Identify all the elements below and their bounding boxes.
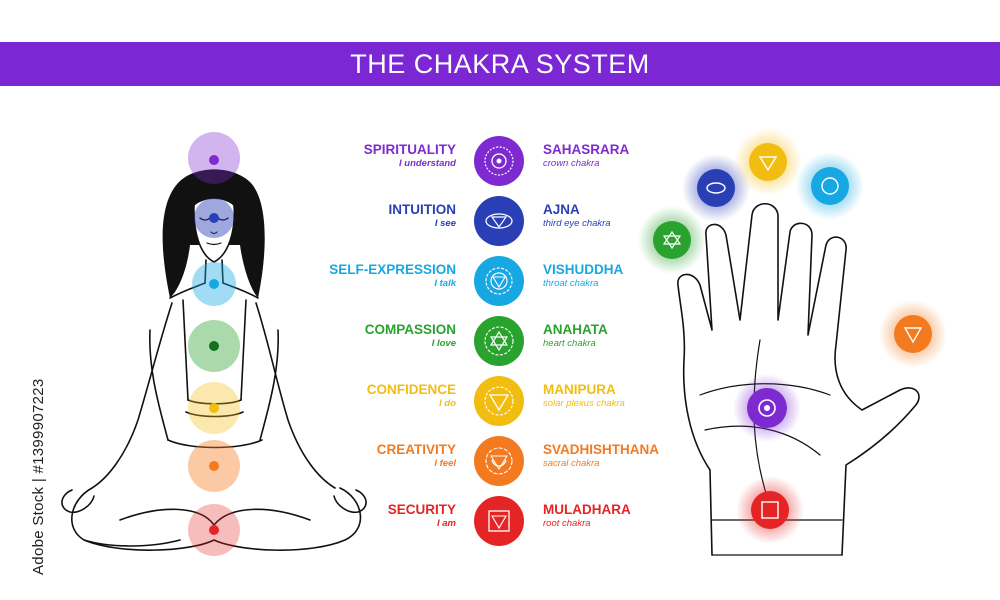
hand-vishuddha-badge (811, 167, 849, 205)
crown-lotus-icon (474, 136, 524, 186)
hexagram-lotus-icon (474, 316, 524, 366)
page-title: THE CHAKRA SYSTEM (350, 48, 650, 79)
hand-muladhara-badge (751, 491, 789, 529)
face (193, 197, 236, 263)
palm-outline (677, 202, 920, 556)
stock-watermark-label: Adobe Stock | #1399907223 (10, 355, 47, 575)
stock-id-text: Adobe Stock | #1399907223 (30, 378, 47, 575)
throat-lotus-icon (474, 256, 524, 306)
hand-ajna-badge (697, 169, 735, 207)
meditating-woman-figure (61, 169, 367, 551)
body-chakra-points (188, 132, 240, 556)
title-banner: THE CHAKRA SYSTEM (0, 42, 1000, 86)
hand-manipura-badge (749, 143, 787, 181)
hand-anahata-badge (653, 221, 691, 259)
square-lotus-icon (474, 496, 524, 546)
hand-svadhishthana-badge (894, 315, 932, 353)
third-eye-icon (474, 196, 524, 246)
torso (169, 282, 259, 299)
triangle-lotus-icon (474, 376, 524, 426)
right-hand (333, 489, 367, 514)
hand-chakra-badges (638, 128, 947, 544)
crescent-lotus-icon (474, 436, 524, 486)
crossed-legs (71, 487, 362, 551)
left-hand (61, 489, 95, 514)
